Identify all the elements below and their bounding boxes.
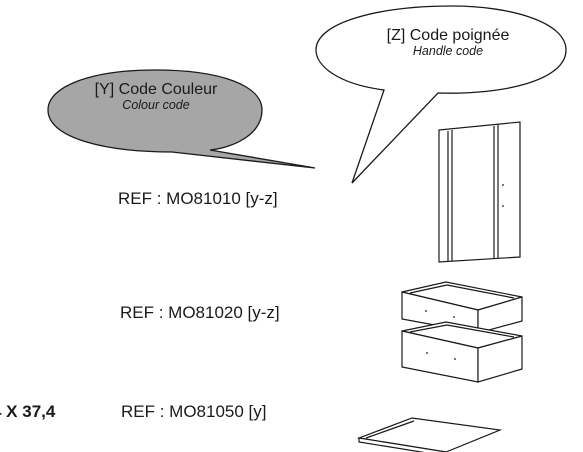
door-panel-illustration: [438, 121, 521, 263]
drawer-top: [401, 281, 523, 334]
handle-bubble-shape: [315, 5, 567, 184]
drawers-reference-label: REF : MO81020 [y-z]: [120, 303, 280, 322]
colour-bubble-shape: [47, 69, 316, 169]
drawers-illustration: [401, 281, 523, 383]
colour-code-callout: [Y] Code Couleur Colour code: [62, 81, 250, 112]
colour-code-bubble: [47, 69, 316, 169]
handle-code-title: [Z] Code poignée: [386, 27, 510, 44]
handle-code-bubble: [315, 5, 567, 184]
colour-code-subtitle: Colour code: [122, 97, 190, 112]
shelf-top: [356, 417, 503, 452]
handle-code-subtitle: Handle code: [412, 43, 484, 58]
handle-code-callout: [Z] Code poignée Handle code: [348, 27, 548, 58]
colour-code-title: [Y] Code Couleur: [94, 81, 218, 98]
door-hinge-hole-bottom: [502, 205, 504, 207]
door-hinge-hole-top: [502, 184, 504, 186]
shelf-reference-label: REF : MO81050 [y]: [121, 402, 267, 421]
shelf-front-edge: [358, 437, 447, 452]
drawer-bottom: [401, 321, 523, 383]
door-reference-label: REF : MO81010 [y-z]: [118, 189, 278, 208]
shelf-inner-line: [365, 420, 415, 439]
shelf-illustration: [356, 417, 503, 452]
door-outline: [438, 121, 521, 263]
shelf-dimension-label: 4 X 37,4: [0, 402, 56, 421]
